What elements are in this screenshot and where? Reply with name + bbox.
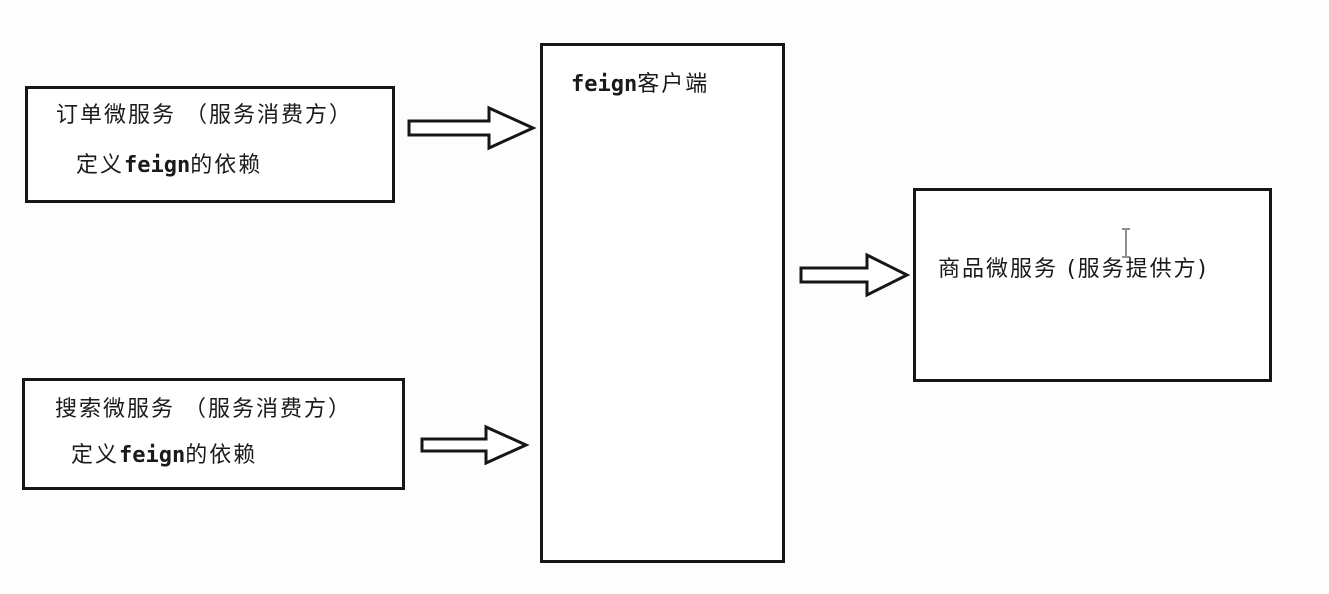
arrow-order-to-feign-icon <box>407 105 537 151</box>
feign-code-text: feign <box>124 153 191 178</box>
node-search-service: 搜索微服务 （服务消费方） 定义feign的依赖 <box>22 378 405 490</box>
node-product-service: 商品微服务 (服务提供方) <box>913 188 1272 382</box>
order-service-dependency-note: 定义feign的依赖 <box>76 155 262 177</box>
feign-client-title-suffix: 客户端 <box>637 72 710 97</box>
dependency-note-suffix: 的依赖 <box>190 153 263 178</box>
node-order-service: 订单微服务 （服务消费方） 定义feign的依赖 <box>25 86 395 203</box>
order-service-title: 订单微服务 （服务消费方） <box>56 103 353 128</box>
dependency-note-prefix: 定义 <box>76 153 125 178</box>
product-service-title: 商品微服务 (服务提供方) <box>938 257 1209 282</box>
node-feign-client: feign客户端 <box>540 43 785 563</box>
search-service-title: 搜索微服务 （服务消费方） <box>55 397 352 422</box>
feign-code-text: feign <box>119 443 186 468</box>
arrow-feign-to-product-icon <box>799 252 911 298</box>
dependency-note-prefix: 定义 <box>71 443 120 468</box>
feign-client-title: feign客户端 <box>571 74 709 96</box>
ibeam-cursor-icon <box>1122 228 1130 258</box>
dependency-note-suffix: 的依赖 <box>185 443 258 468</box>
arrow-search-to-feign-icon <box>420 424 530 466</box>
search-service-dependency-note: 定义feign的依赖 <box>71 445 257 467</box>
feign-code-text: feign <box>571 72 638 97</box>
